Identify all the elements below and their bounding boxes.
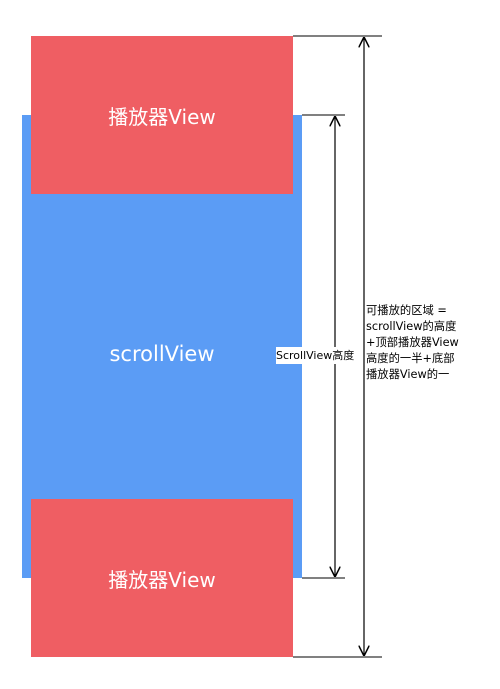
playable-area-note-line: +顶部播放器View bbox=[366, 336, 459, 349]
playable-area-note-line: scrollView的高度 bbox=[366, 320, 457, 333]
playable-area-note-line: 播放器View的一 bbox=[366, 368, 450, 381]
scrollview-label: scrollView bbox=[109, 342, 215, 366]
top-player-label: 播放器View bbox=[108, 104, 216, 129]
playable-area-note-line: 高度的一半+底部 bbox=[366, 352, 455, 365]
playable-area-note: 可播放的区域 = scrollView的高度 +顶部播放器View 高度的一半+… bbox=[366, 303, 494, 383]
playable-area-note-line: 可播放的区域 = bbox=[366, 304, 447, 317]
bottom-player-view-box: 播放器View bbox=[31, 499, 293, 657]
bottom-player-label: 播放器View bbox=[108, 567, 216, 592]
top-player-view-box: 播放器View bbox=[31, 36, 293, 194]
scrollview-height-label: ScrollView高度 bbox=[276, 347, 358, 364]
